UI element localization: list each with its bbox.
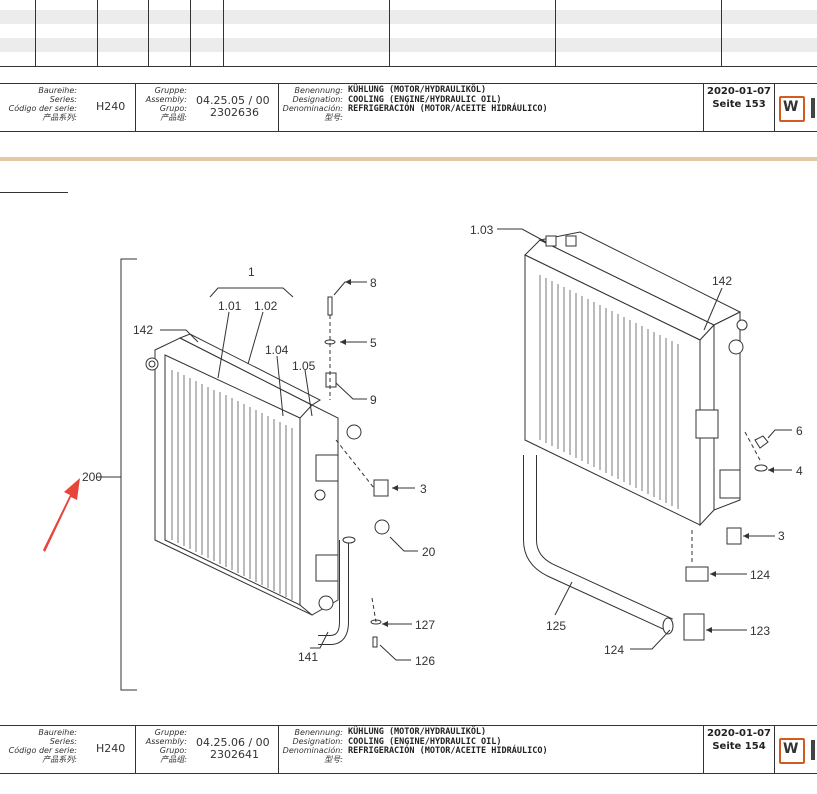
group-label-es-2: Grupo: (159, 746, 187, 755)
name-label-en: Designation: (292, 95, 343, 104)
callout-141: 141 (298, 650, 318, 664)
group-value: 04.25.05 / 00 (196, 94, 270, 107)
callout-6: 6 (796, 424, 803, 438)
name-value-es: REFRIGERACIÓN (MOTOR/ACEITE HIDRÁULICO) (348, 104, 548, 114)
callout-1: 1 (248, 265, 255, 279)
series-value-2: H240 (96, 742, 126, 755)
header-date-2: 2020-01-07 (707, 728, 771, 739)
callout-1-02: 1.02 (254, 299, 278, 313)
callout-125: 125 (546, 619, 566, 633)
callout-5: 5 (370, 336, 377, 350)
parts-table-fragment (0, 0, 817, 67)
callout-3-right: 3 (778, 529, 785, 543)
series-value: H240 (96, 100, 126, 113)
brand-logo-2: W (779, 738, 805, 764)
callout-4: 4 (796, 464, 803, 478)
name-label-zh: 型号: (324, 113, 343, 122)
group-label-en-2: Assembly: (145, 737, 187, 746)
callout-123: 123 (750, 624, 770, 638)
group-value-2: 04.25.06 / 00 (196, 736, 270, 749)
series-label-zh-2: 产品系列: (42, 755, 77, 764)
name-label-de-2: Benennung: (294, 728, 343, 737)
series-label-de: Baureihe: (38, 86, 77, 95)
header-page-2: Seite 154 (712, 741, 766, 752)
name-label-es: Denominación: (282, 104, 343, 113)
page-header-153: Baureihe: Series: Código der serie: 产品系列… (0, 83, 817, 132)
group-number-2: 2302641 (210, 748, 259, 761)
callout-1-01: 1.01 (218, 299, 242, 313)
callout-1-05: 1.05 (292, 359, 316, 373)
group-label-zh-2: 产品组: (160, 755, 187, 764)
callout-1-04: 1.04 (265, 343, 289, 357)
callout-126: 126 (415, 654, 435, 668)
brand-logo-letter-2: W (783, 741, 799, 757)
callout-124-bottom: 124 (604, 643, 624, 657)
group-label-en: Assembly: (145, 95, 187, 104)
callout-9: 9 (370, 393, 377, 407)
name-label-de: Benennung: (294, 86, 343, 95)
name-value-en: COOLING (ENGINE/HYDRAULIC OIL) (348, 94, 502, 105)
series-label-en: Series: (49, 95, 77, 104)
group-number: 2302636 (210, 106, 259, 119)
callout-1-03: 1.03 (470, 223, 494, 237)
red-pointer-arrow (43, 478, 80, 552)
callout-8: 8 (370, 276, 377, 290)
section-underline (0, 192, 68, 193)
series-label-zh: 产品系列: (42, 113, 77, 122)
name-value-de: KÜHLUNG (MOTOR/HYDRAULIKÖL) (348, 85, 487, 95)
group-label-de-2: Gruppe: (154, 728, 187, 737)
name-label-es-2: Denominación: (282, 746, 343, 755)
page-divider (0, 157, 817, 161)
group-label-de: Gruppe: (154, 86, 187, 95)
callout-3-left: 3 (420, 482, 427, 496)
series-label-es: Código der serie: (8, 104, 77, 113)
callout-124-right: 124 (750, 568, 770, 582)
series-label-es-2: Código der serie: (8, 746, 77, 755)
callout-127: 127 (415, 618, 435, 632)
callout-142-right: 142 (712, 274, 732, 288)
page-header-154: Baureihe: Series: Código der serie: 产品系列… (0, 725, 817, 774)
series-label-de-2: Baureihe: (38, 728, 77, 737)
name-value-de-2: KÜHLUNG (MOTOR/HYDRAULIKÖL) (348, 727, 487, 737)
brand-logo: W (779, 96, 805, 122)
series-label-en-2: Series: (49, 737, 77, 746)
name-value-es-2: REFRIGERACIÓN (MOTOR/ACEITE HIDRÁULICO) (348, 746, 548, 756)
callout-20: 20 (422, 545, 436, 559)
name-label-en-2: Designation: (292, 737, 343, 746)
header-page: Seite 153 (712, 99, 766, 110)
group-label-zh: 产品组: (160, 113, 187, 122)
callout-142-left: 142 (133, 323, 153, 337)
brand-logo-letter: W (783, 99, 799, 115)
name-value-en-2: COOLING (ENGINE/HYDRAULIC OIL) (348, 736, 502, 747)
header-date: 2020-01-07 (707, 86, 771, 97)
group-label-es: Grupo: (159, 104, 187, 113)
name-label-zh-2: 型号: (324, 755, 343, 764)
callout-200: 200 (82, 470, 102, 484)
